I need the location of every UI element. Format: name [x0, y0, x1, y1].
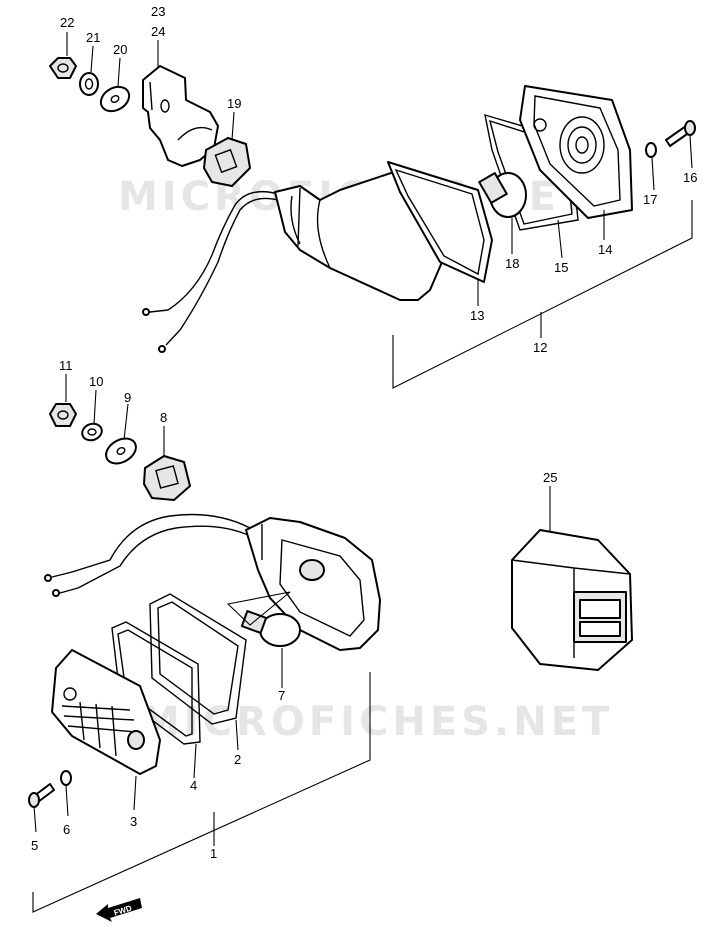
callout-13: 13	[470, 308, 484, 323]
washer-17	[645, 142, 657, 158]
callout-14: 14	[598, 242, 612, 257]
screw-16	[665, 120, 696, 147]
top-turn-signal-assembly	[49, 57, 696, 389]
screw-5	[28, 783, 55, 808]
nut-22	[49, 57, 77, 79]
grommet-8	[143, 455, 191, 501]
nut-11	[49, 403, 77, 427]
lock-washer-10	[81, 422, 103, 442]
bulb-7	[226, 591, 301, 647]
bulb-18	[478, 172, 527, 218]
fwd-arrow: FWD	[96, 898, 142, 922]
callout-22: 22	[60, 15, 74, 30]
callout-21: 21	[86, 30, 100, 45]
group-bracket-1	[32, 672, 371, 913]
lock-washer-21	[79, 72, 99, 96]
bracket-23-24	[142, 65, 219, 167]
lens-14	[519, 85, 633, 219]
callout-6: 6	[63, 822, 70, 837]
callout-5: 5	[31, 838, 38, 853]
washer-20	[99, 85, 131, 113]
relay-25	[511, 529, 633, 671]
callout-24: 24	[151, 24, 165, 39]
callout-11: 11	[59, 358, 73, 373]
washer-9	[105, 437, 137, 465]
callout-15: 15	[554, 260, 568, 275]
callout-12: 12	[533, 340, 547, 355]
callout-8: 8	[160, 410, 167, 425]
bottom-turn-signal-assembly: FWD	[28, 403, 381, 922]
callout-10: 10	[89, 374, 103, 389]
callout-18: 18	[505, 256, 519, 271]
callout-labels: 22 21 20 23 24 19 16 17 14 15 18 13 12 1…	[31, 4, 697, 861]
callout-19: 19	[227, 96, 241, 111]
lamp-housing-bottom	[245, 517, 381, 651]
callout-3: 3	[130, 814, 137, 829]
callout-2: 2	[234, 752, 241, 767]
washer-6	[60, 770, 72, 786]
callout-23: 23	[151, 4, 165, 19]
callout-1: 1	[210, 846, 217, 861]
lamp-housing-top	[274, 169, 446, 301]
gasket-13	[387, 161, 493, 283]
grommet-19	[203, 137, 251, 187]
callout-16: 16	[683, 170, 697, 185]
callout-25: 25	[543, 470, 557, 485]
callout-20: 20	[113, 42, 127, 57]
group-bracket-12	[392, 200, 693, 389]
gasket-2	[149, 593, 247, 725]
leader-lines	[33, 32, 693, 846]
watermark-bottom: MICROFICHES.NET	[140, 699, 613, 745]
callout-7: 7	[278, 688, 285, 703]
callout-17: 17	[643, 192, 657, 207]
callout-4: 4	[190, 778, 197, 793]
lens-3	[51, 649, 161, 775]
callout-9: 9	[124, 390, 131, 405]
